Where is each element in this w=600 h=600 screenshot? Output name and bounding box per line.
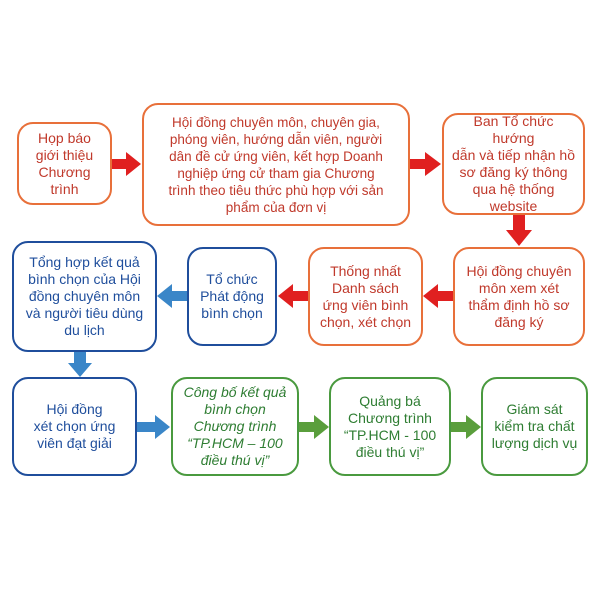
dossier-review-box: Hội đồng chuyên môn xem xét thẩm định hồ…: [453, 247, 585, 346]
organizing-committee-box: Ban Tổ chức hướng dẫn và tiếp nhận hồ sơ…: [442, 113, 585, 215]
arrow-right-1: [112, 152, 141, 176]
dossier-review-text: Hội đồng chuyên môn xem xét thẩm định hồ…: [466, 262, 572, 330]
candidate-list-text: Thống nhất Danh sách ứng viên bình chọn,…: [319, 262, 412, 330]
press-conference-text: Họp báo giới thiệu Chương trình: [35, 129, 94, 197]
award-council-text: Hội đồng xét chọn ứng viên đạt giải: [33, 401, 116, 451]
launch-voting-text: Tổ chức Phát động bình chọn: [200, 271, 264, 321]
arrow-left-3: [157, 284, 187, 308]
award-council-box: Hội đồng xét chọn ứng viên đạt giải: [12, 377, 137, 476]
arrow-down-2: [68, 352, 92, 377]
promotion-text: Quảng bá Chương trình “TP.HCM - 100 điều…: [343, 392, 437, 460]
announce-results-text: Công bố kết quả bình chọn Chương trình “…: [183, 384, 287, 468]
arrow-right-4: [299, 415, 329, 439]
arrow-right-2: [410, 152, 441, 176]
arrow-right-5: [451, 415, 481, 439]
arrow-left-1: [423, 284, 453, 308]
arrow-down-1: [506, 215, 532, 246]
launch-voting-box: Tổ chức Phát động bình chọn: [187, 247, 277, 346]
arrow-right-3: [137, 415, 170, 439]
press-conference-box: Họp báo giới thiệu Chương trình: [17, 122, 112, 205]
aggregate-results-text: Tổng hợp kết quả bình chọn của Hội đồng …: [25, 254, 144, 338]
expert-council-nomination-text: Hội đồng chuyên môn, chuyên gia, phóng v…: [168, 114, 384, 215]
candidate-list-box: Thống nhất Danh sách ứng viên bình chọn,…: [308, 247, 423, 346]
service-quality-box: Giám sát kiểm tra chất lượng dịch vụ: [481, 377, 588, 476]
organizing-committee-text: Ban Tổ chức hướng dẫn và tiếp nhận hồ sơ…: [452, 113, 575, 214]
announce-results-box: Công bố kết quả bình chọn Chương trình “…: [171, 377, 299, 476]
promotion-box: Quảng bá Chương trình “TP.HCM - 100 điều…: [329, 377, 451, 476]
aggregate-results-box: Tổng hợp kết quả bình chọn của Hội đồng …: [12, 241, 157, 352]
arrow-left-2: [278, 284, 308, 308]
service-quality-text: Giám sát kiểm tra chất lượng dịch vụ: [491, 401, 578, 451]
expert-council-nomination-box: Hội đồng chuyên môn, chuyên gia, phóng v…: [142, 103, 410, 226]
